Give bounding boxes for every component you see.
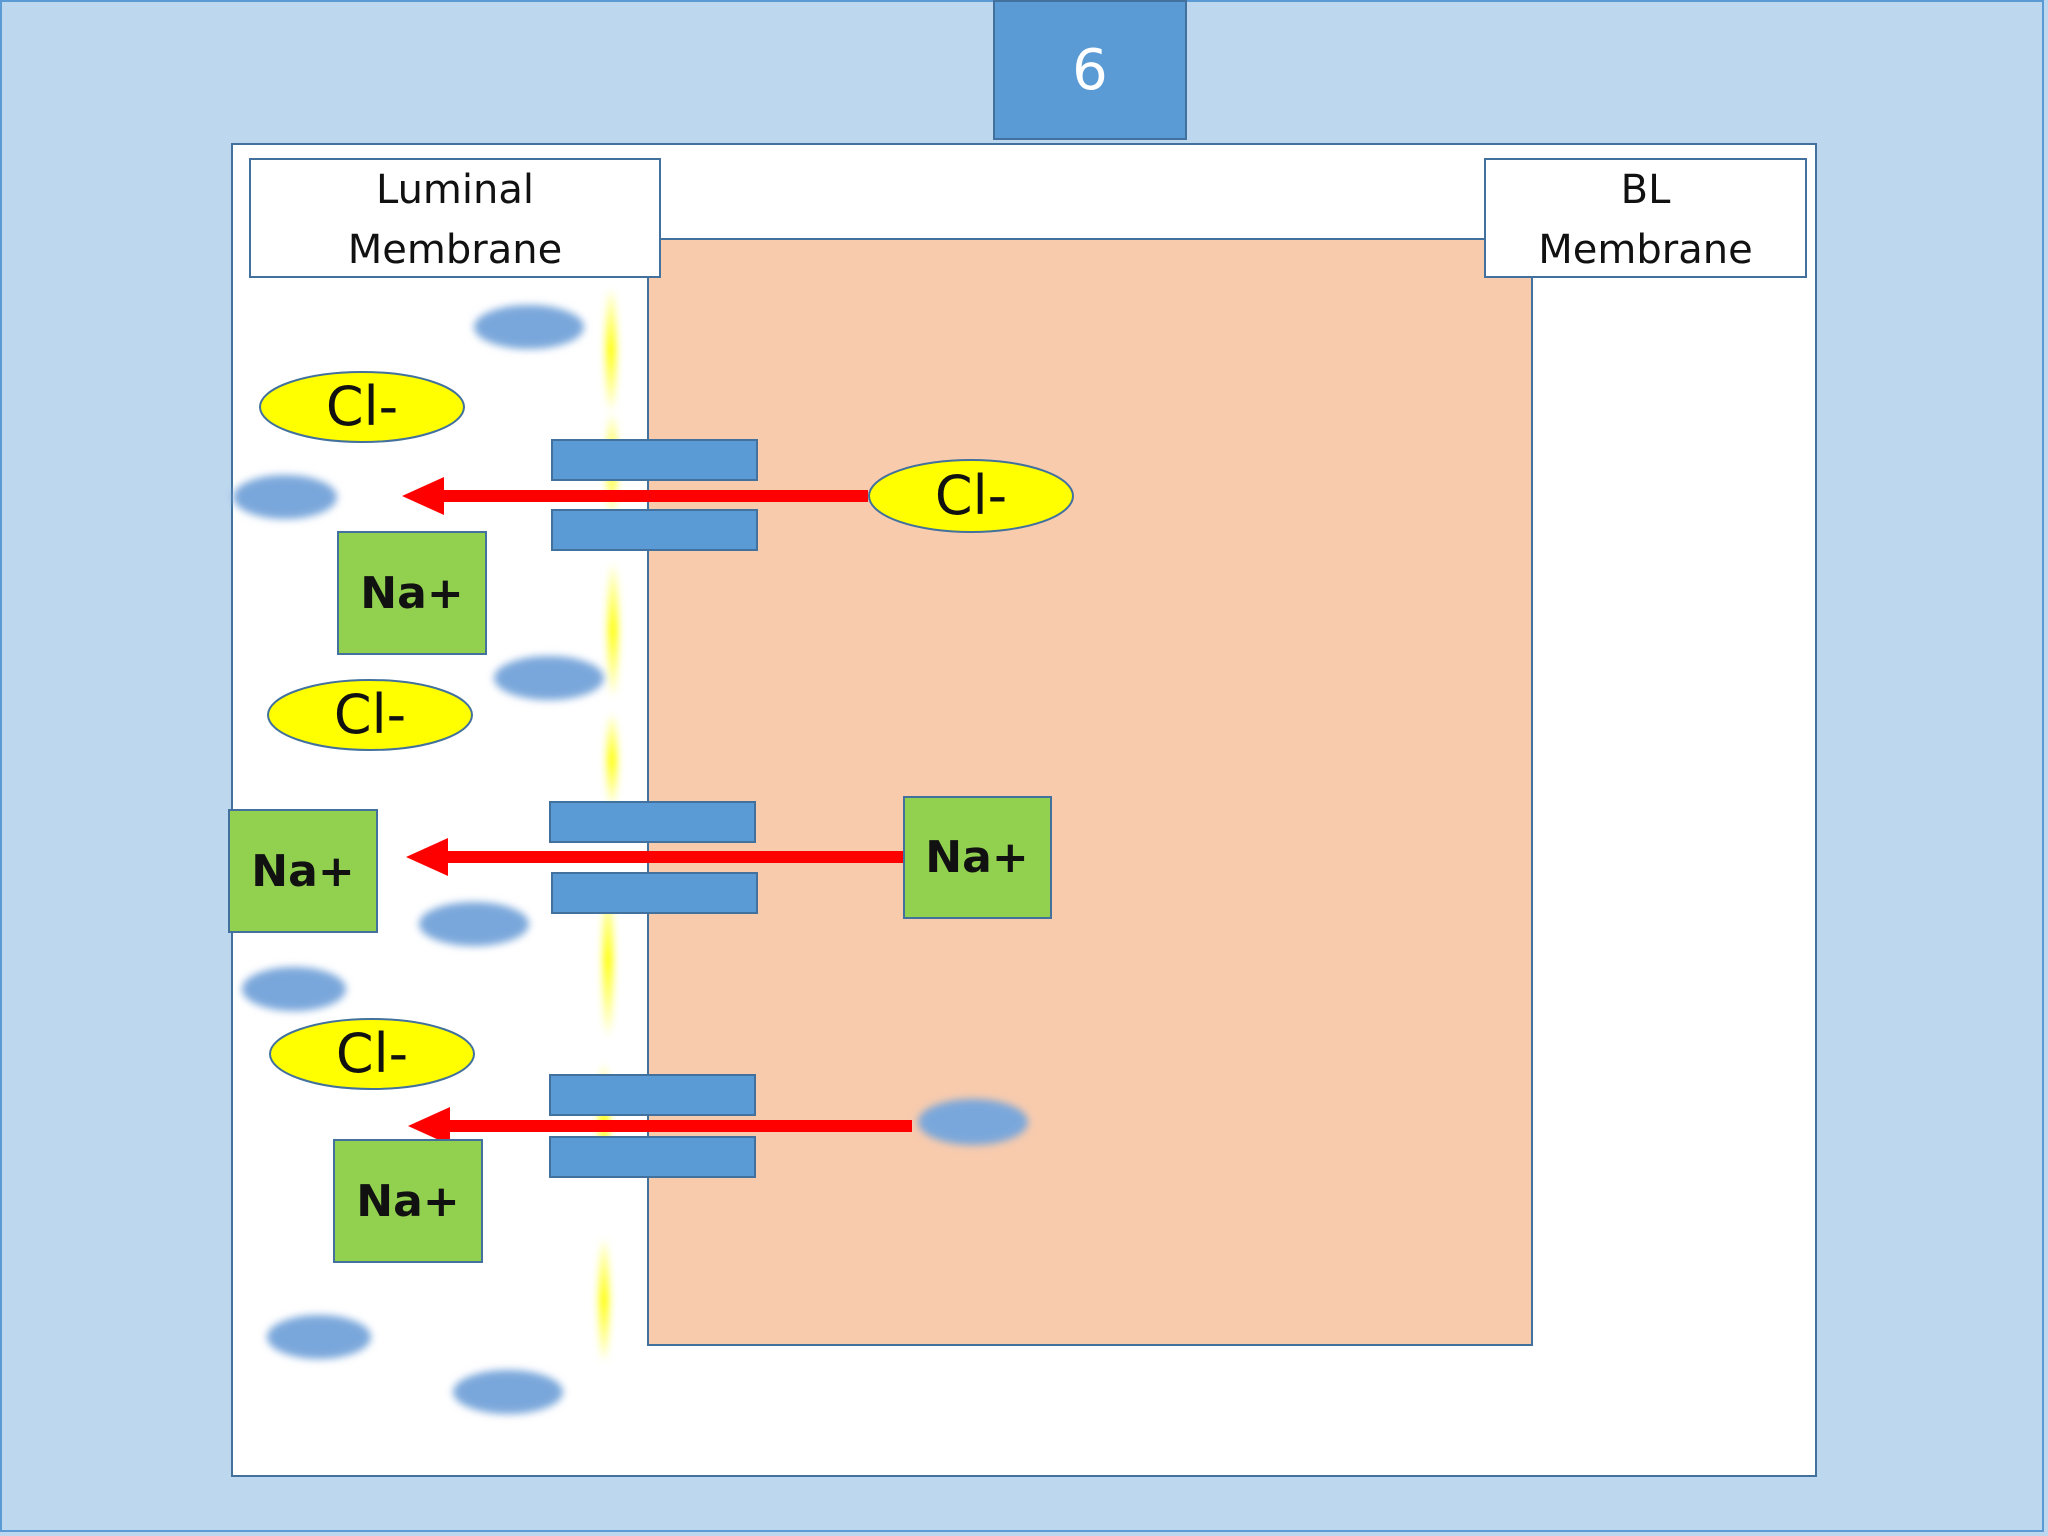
chloride-ion-lumen-2: Cl- [267,679,473,751]
water-molecules [233,305,1028,1414]
water-molecule [453,1370,563,1414]
chloride-ion-cell: Cl- [868,459,1074,533]
channel-middle-lower [551,872,758,914]
channel-middle-upper [549,801,756,843]
water-molecule [419,902,529,946]
water-molecule [267,1315,371,1359]
arrow-water-efflux [408,1107,912,1145]
channel-bottom [549,1074,756,1178]
arrow-sodium-efflux [406,838,908,876]
page-number: 6 [1072,37,1108,103]
water-molecule [918,1099,1028,1145]
channel-top-lower [551,509,758,551]
channel-middle [549,801,758,914]
cell-body [647,238,1533,1346]
chloride-label: Cl- [334,683,406,746]
channel-top [551,439,758,551]
page-number-tab: 6 [993,0,1187,140]
water-molecule [494,656,604,700]
water-molecule [474,305,584,349]
sodium-label: Na+ [925,832,1028,883]
luminal-membrane-label: Luminal Membrane [249,158,661,278]
sodium-ion-lumen-3: Na+ [333,1139,483,1263]
water-molecule [242,967,346,1011]
water-molecule [233,475,337,519]
chloride-ion-lumen-3: Cl- [269,1018,475,1090]
sodium-label: Na+ [251,846,354,897]
bl-membrane-label: BL Membrane [1484,158,1807,278]
arrow-chloride-efflux [402,477,868,515]
chloride-label: Cl- [935,464,1007,527]
chloride-ion-lumen-1: Cl- [259,371,465,443]
channel-bottom-lower [549,1136,756,1178]
sodium-ion-lumen-2: Na+ [228,809,378,933]
chloride-label: Cl- [326,375,398,438]
chloride-label: Cl- [336,1022,408,1085]
sodium-ion-lumen-1: Na+ [337,531,487,655]
channel-top-upper [551,439,758,481]
sodium-label: Na+ [360,568,463,619]
channel-bottom-upper [549,1074,756,1116]
sodium-label: Na+ [356,1176,459,1227]
sodium-ion-cell: Na+ [903,796,1052,919]
